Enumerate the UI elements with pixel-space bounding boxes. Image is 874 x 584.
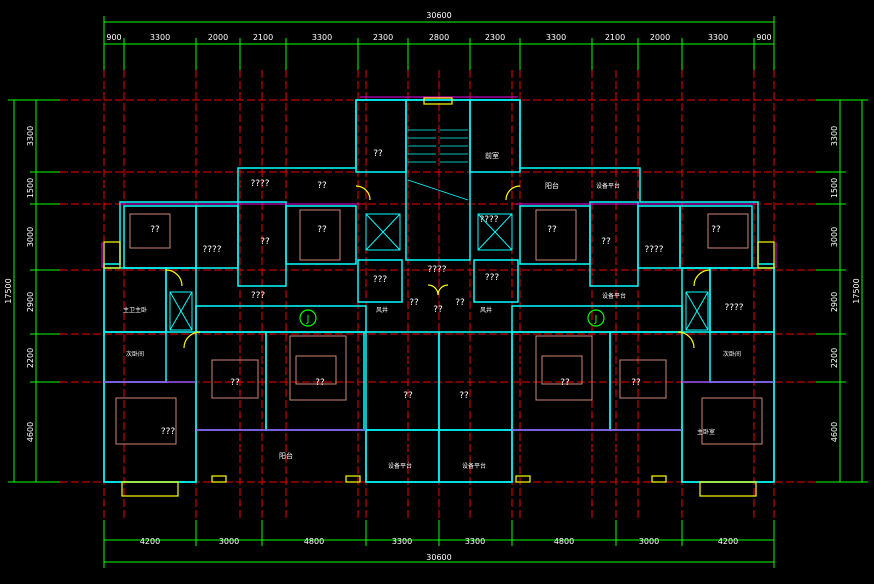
room-label: 前室 [485,151,499,160]
top-dim: 2800 [429,33,449,42]
furniture [115,209,763,445]
room-label: ???? [644,245,663,255]
left-dim: 1500 [26,178,35,198]
room-label: ?? [631,378,641,388]
room-label: 风井 [480,306,492,314]
room-label: 设备平台 [596,182,620,190]
room-label: ?? [711,225,721,235]
room-label: ?? [433,305,443,315]
overall-width-top: 30600 [426,11,451,20]
room-label: ?? [150,225,160,235]
right-dim: 2900 [830,292,839,312]
room-label: 风井 [376,306,388,314]
top-dim: 3300 [708,33,728,42]
top-dim: 900 [756,33,771,42]
room-label: 设备平台 [602,292,626,300]
room-label: ???? [202,245,221,255]
room-label: ??? [251,291,266,301]
room-label: 次卧间 [723,350,741,358]
left-total-dim: 17500 [4,278,13,303]
room-label: ?? [317,181,327,191]
bottom-dim: 3300 [392,537,412,546]
top-dim: 2100 [605,33,625,42]
room-label: ?? [601,237,611,247]
room-label: ?? [455,298,465,308]
room-labels: ?? 前室 ???? ?? ?? ???? ?? ?? ??? ??? 主卫主卧… [123,149,744,470]
right-dim: 3000 [830,227,839,247]
left-dim: 3300 [26,126,35,146]
room-label: ?? [547,225,557,235]
vertical-dimension-text: 17500 3300 1500 3000 2900 2200 4600 1750… [4,126,861,442]
left-dim: 2900 [26,292,35,312]
stair-treads [407,129,469,201]
left-ticks [30,171,846,383]
room-label: ???? [427,265,446,275]
room-label: 设备平台 [462,462,486,470]
top-ticks [123,38,755,72]
top-dim: 2000 [208,33,228,42]
room-label: 主卫主卧 [123,306,147,314]
left-dim: 2200 [26,348,35,368]
axis-marker-left: J [299,309,317,327]
bottom-dim: 3000 [219,537,239,546]
overall-width-bottom: 30600 [426,553,451,562]
top-dim: 2300 [373,33,393,42]
room-label: ??? [373,275,388,285]
room-label: 设备平台 [388,462,412,470]
bottom-dim: 3000 [639,537,659,546]
right-total-dim: 17500 [852,278,861,303]
room-label: 主卧室 [697,428,715,436]
room-label: ?? [260,237,270,247]
axis-marker-label: J [306,314,310,325]
right-dim: 4600 [830,422,839,442]
bottom-dim: 4800 [304,537,324,546]
partitions [101,96,777,431]
windows-doors [103,97,775,497]
right-dim: 1500 [830,178,839,198]
top-dim: 3300 [312,33,332,42]
room-label: ???? [479,215,498,225]
bottom-dim: 3300 [465,537,485,546]
right-dim: 3300 [830,126,839,146]
room-label: ???? [250,179,269,189]
room-label: ?? [230,378,240,388]
bottom-dim: 4800 [554,537,574,546]
top-dim: 2000 [650,33,670,42]
top-dim: 3300 [546,33,566,42]
right-dim: 2200 [830,348,839,368]
room-label: 阳台 [279,451,293,460]
left-dim: 3000 [26,227,35,247]
axis-marker-label: J [594,314,598,325]
bottom-dim: 4200 [718,537,738,546]
room-label: ?? [315,378,325,388]
axis-marker-right: J [587,309,605,327]
dimension-text: 30600 30600 900 3300 2000 2100 3300 2300… [106,11,771,562]
elevator-shafts [169,213,709,331]
room-label: 次卧间 [126,350,144,358]
room-label: ?? [409,298,419,308]
bottom-ticks [195,520,683,546]
room-label: ?? [459,391,469,401]
bottom-dim: 4200 [140,537,160,546]
room-label: ??? [485,273,500,283]
top-dim: 3300 [150,33,170,42]
room-label: ?? [317,225,327,235]
room-label: ?? [373,149,383,159]
top-dim: 2100 [253,33,273,42]
room-label: ?? [560,378,570,388]
room-label: ??? [161,427,176,437]
room-label: ???? [724,303,743,313]
left-dim: 4600 [26,422,35,442]
room-label: 阳台 [545,181,559,190]
room-label: ?? [403,391,413,401]
top-dim: 900 [106,33,121,42]
top-dim: 2300 [485,33,505,42]
